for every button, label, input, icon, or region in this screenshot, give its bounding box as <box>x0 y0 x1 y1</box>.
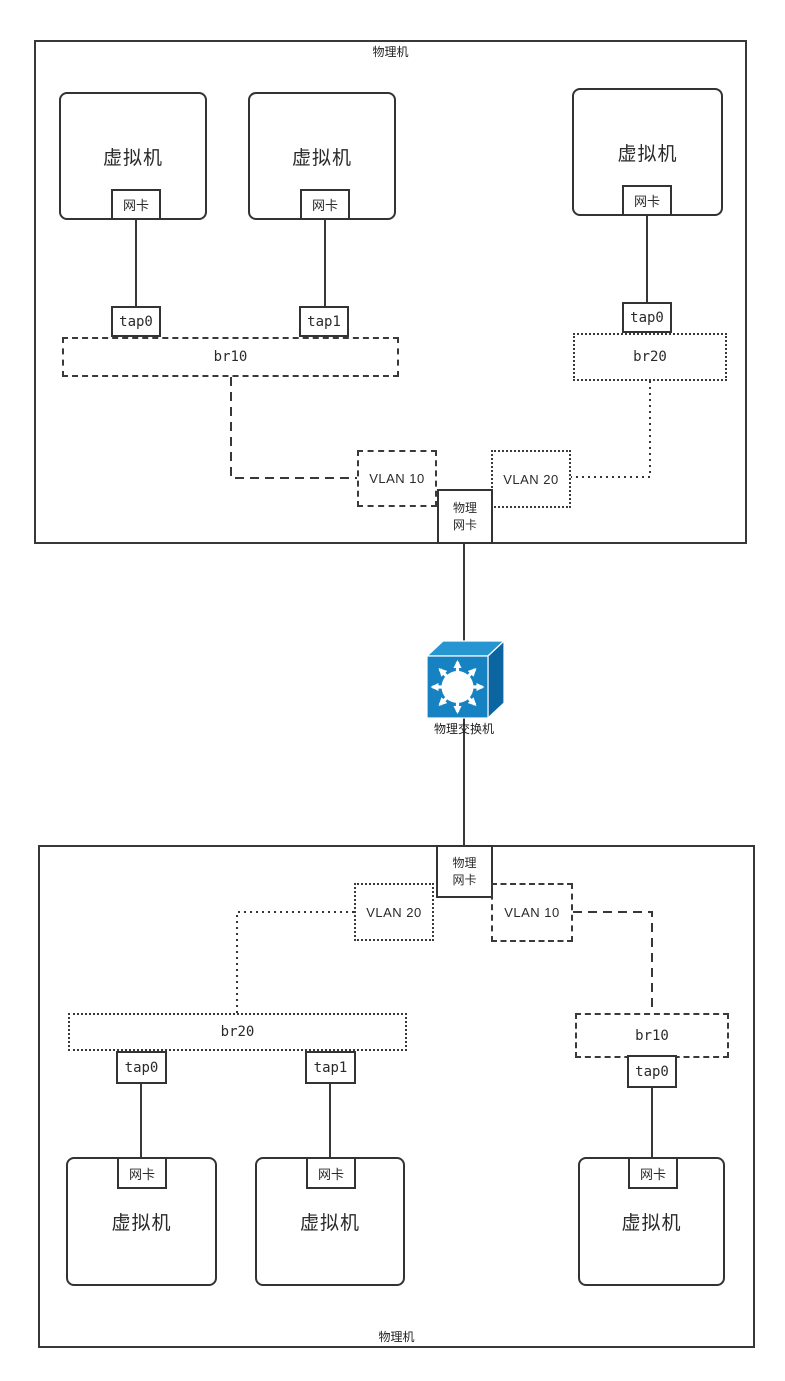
bridge-br20-box-bottom: br20 <box>68 1013 407 1051</box>
physical-host-top-box: 物理机 <box>34 40 747 544</box>
bridge-br20-box-top: br20 <box>573 333 727 381</box>
vm-label: 虚拟机 <box>621 1213 682 1234</box>
tap0-box-top-right: tap0 <box>622 302 672 333</box>
physical-host-top-label: 物理机 <box>372 45 409 59</box>
vlan20-box-bottom: VLAN 20 <box>354 883 434 941</box>
vm-nic-box: 网卡 <box>306 1157 356 1189</box>
physical-nic-box-bottom: 物理 网卡 <box>436 845 493 898</box>
vm-nic-box: 网卡 <box>628 1157 678 1189</box>
switch-hub-circle <box>441 671 474 703</box>
tap1-box-top: tap1 <box>299 306 349 337</box>
physical-nic-box-top: 物理 网卡 <box>437 489 493 544</box>
vm-box-bottom-1: 虚拟机 网卡 <box>66 1157 217 1286</box>
vm-nic-box: 网卡 <box>300 189 350 220</box>
physical-nic-line2: 网卡 <box>452 872 477 887</box>
vm-box-bottom-3: 虚拟机 网卡 <box>578 1157 725 1286</box>
physical-host-bottom-label: 物理机 <box>378 1330 415 1344</box>
tap0-box-bottom: tap0 <box>116 1051 167 1084</box>
vm-label: 虚拟机 <box>102 147 163 169</box>
tap0-box-bottom-right: tap0 <box>627 1055 677 1088</box>
physical-switch-icon <box>425 639 506 720</box>
vlan10-box-top: VLAN 10 <box>357 450 437 507</box>
bridge-br10-box-top: br10 <box>62 337 399 377</box>
tap0-box-top: tap0 <box>111 306 161 337</box>
physical-switch-label: 物理交换机 <box>433 722 494 736</box>
vm-label: 虚拟机 <box>299 1213 360 1234</box>
vm-nic-box: 网卡 <box>622 185 672 216</box>
vm-label: 虚拟机 <box>111 1213 172 1234</box>
tap1-box-bottom: tap1 <box>305 1051 356 1084</box>
vlan10-box-bottom: VLAN 10 <box>491 883 573 942</box>
vm-label: 虚拟机 <box>617 143 678 165</box>
physical-nic-line1: 物理 <box>452 501 477 516</box>
vm-nic-box: 网卡 <box>117 1157 167 1189</box>
vm-nic-box: 网卡 <box>111 189 161 220</box>
vm-box-bottom-2: 虚拟机 网卡 <box>255 1157 405 1286</box>
vm-box-top-3: 虚拟机 网卡 <box>572 88 723 216</box>
physical-nic-line1: 物理 <box>452 856 477 871</box>
vm-box-top-1: 虚拟机 网卡 <box>59 92 207 220</box>
vlan20-box-top: VLAN 20 <box>491 450 571 508</box>
bridge-br10-box-bottom: br10 <box>575 1013 729 1058</box>
physical-nic-line2: 网卡 <box>452 517 477 532</box>
vm-box-top-2: 虚拟机 网卡 <box>248 92 396 220</box>
physical-host-bottom-box: 物理机 <box>38 845 755 1348</box>
vm-label: 虚拟机 <box>291 147 352 169</box>
